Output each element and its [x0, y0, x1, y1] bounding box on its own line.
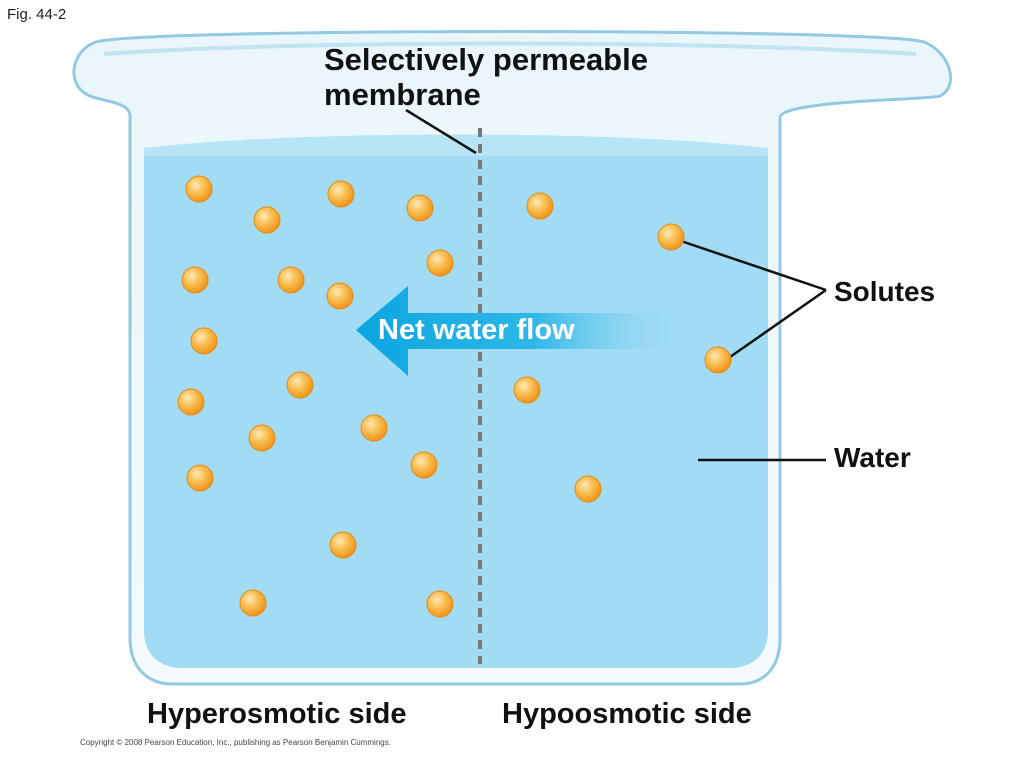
solute-particle-icon: [186, 464, 214, 492]
solutes-label: Solutes: [834, 276, 936, 307]
solute-particle-icon: [704, 346, 732, 374]
solutes-leader-line-upper: [677, 238, 827, 292]
solute-particle-icon: [426, 590, 454, 618]
solute-particle-icon: [513, 376, 541, 404]
solute-particle-icon: [185, 175, 213, 203]
solute-particle-icon: [248, 424, 276, 452]
solute-particle-icon: [329, 531, 357, 559]
solutes-leader-line-lower: [729, 288, 827, 359]
membrane-leader-line: [405, 108, 477, 155]
left-solutes: [177, 175, 454, 618]
membrane-label-line-1: Selectively permeable: [324, 42, 648, 77]
solute-particle-icon: [526, 192, 554, 220]
solute-particle-icon: [410, 451, 438, 479]
right-solutes: [513, 192, 732, 503]
solute-particle-icon: [181, 266, 209, 294]
solute-particle-icon: [657, 223, 685, 251]
solute-particle-icon: [574, 475, 602, 503]
solute-particle-icon: [286, 371, 314, 399]
figure-number: Fig. 44-2: [7, 6, 67, 23]
solute-particle-icon: [360, 414, 388, 442]
solute-particle-icon: [239, 589, 267, 617]
solute-particle-icon: [177, 388, 205, 416]
copyright-notice: Copyright © 2008 Pearson Education, Inc.…: [80, 738, 391, 747]
beaker-icon: [72, 30, 952, 686]
solute-particle-icon: [253, 206, 281, 234]
solute-particle-icon: [327, 180, 355, 208]
solute-particle-icon: [190, 327, 218, 355]
water-label: Water: [834, 442, 911, 473]
hypoosmotic-side-label: Hypoosmotic side: [502, 698, 752, 730]
solute-particle-icon: [277, 266, 305, 294]
membrane-label-line-2: membrane: [324, 77, 481, 112]
arrow-left-icon: [356, 286, 680, 376]
solute-particle-icon: [326, 282, 354, 310]
hyperosmotic-side-label: Hyperosmotic side: [147, 698, 407, 730]
solute-particle-icon: [406, 194, 434, 222]
solute-particle-icon: [426, 249, 454, 277]
net-water-flow-label: Net water flow: [378, 314, 575, 346]
